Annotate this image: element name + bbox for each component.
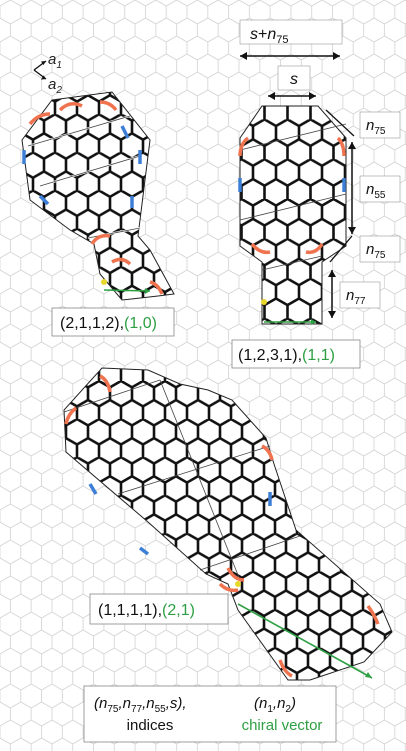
dim-n75-bottom: n75 [329, 235, 401, 263]
dim-n55: n55 [348, 142, 401, 234]
svg-text:n77: n77 [346, 287, 366, 307]
five-ring-defects-c [88, 483, 272, 556]
five-ring-defects-a [22, 125, 142, 208]
chiral-vector-b [261, 299, 316, 325]
label-structure-b: (1,2,3,1),(1,1) [231, 339, 361, 369]
svg-text:s: s [290, 71, 298, 88]
chiral-vector-c [235, 581, 373, 679]
five-ring-defects-b [238, 178, 346, 192]
a1-label: a1 [48, 51, 62, 71]
svg-text:(2,1,1,2),(1,0): (2,1,1,2),(1,0) [60, 315, 157, 332]
seven-ring-defects-a [28, 100, 164, 295]
legend: (n75,n77,n55,s), indices (n1,n2) chiral … [83, 685, 337, 743]
legend-indices-label: indices [127, 717, 174, 734]
svg-text:n75: n75 [366, 117, 386, 137]
structure-a-outline [21, 91, 175, 301]
dim-n77: n77 [328, 270, 381, 318]
dim-n75-top: n75 [325, 109, 401, 139]
svg-text:(1,1,1,1),(2,1): (1,1,1,1),(2,1) [98, 602, 195, 619]
svg-text:n75: n75 [366, 241, 386, 261]
basis-vectors: a1 a2 [33, 51, 62, 96]
dim-s-plus-n75: s+n75 [239, 19, 343, 60]
svg-text:(1,2,3,1),(1,1): (1,2,3,1),(1,1) [238, 347, 335, 364]
legend-chiral-label: chiral vector [242, 717, 323, 734]
svg-text:s+n75: s+n75 [250, 26, 289, 46]
a2-label: a2 [48, 76, 62, 96]
label-structure-a: (2,1,1,2),(1,0) [51, 307, 175, 337]
chiral-vector-a [101, 279, 151, 294]
dim-s: s [268, 65, 316, 100]
seven-ring-defects-b [238, 136, 346, 255]
structure-b-outline [239, 105, 347, 325]
seven-ring-defects-c [64, 374, 380, 678]
label-structure-c: (1,1,1,1),(2,1) [89, 593, 229, 625]
svg-text:n55: n55 [366, 181, 386, 201]
structure-c-outline [63, 367, 393, 681]
